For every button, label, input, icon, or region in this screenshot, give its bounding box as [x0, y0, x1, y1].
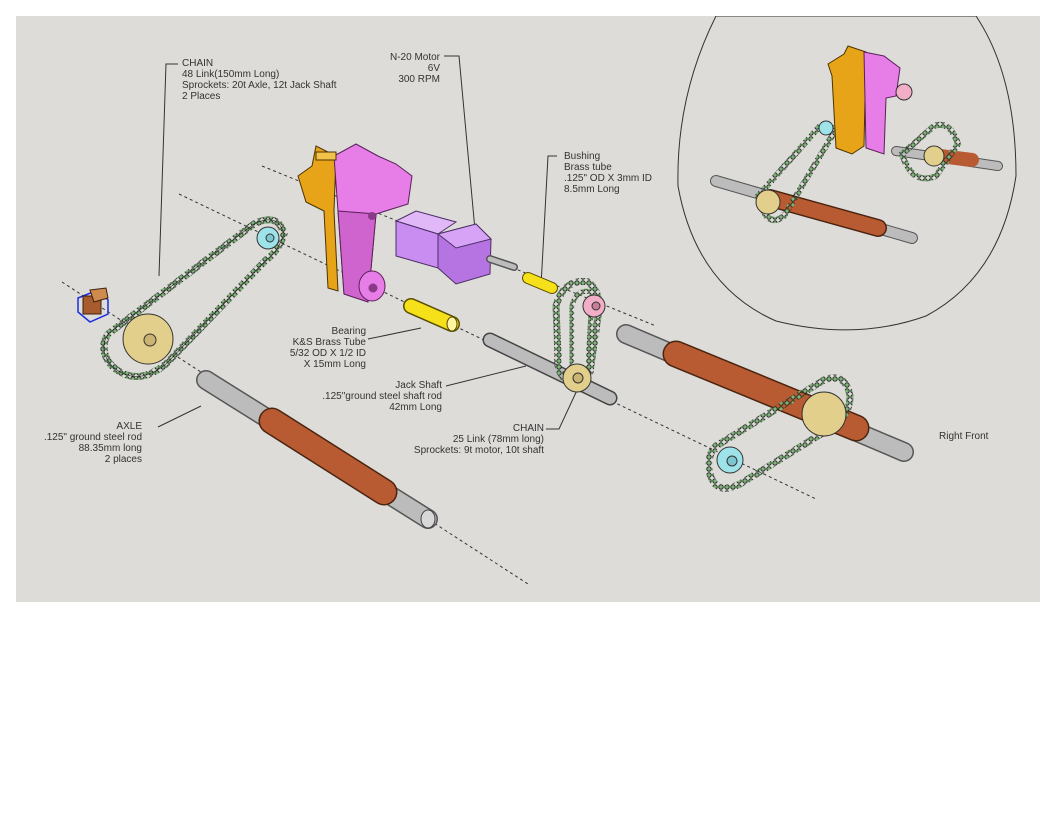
leader-bushing: [540, 155, 557, 287]
leader-axle: [157, 405, 202, 428]
long-chain-left: [100, 216, 288, 380]
long-chain-right: [705, 374, 854, 492]
leader-lines: [157, 55, 580, 430]
label-bushing: Bushing Brass tube .125" OD X 3mm ID 8.5…: [564, 151, 653, 195]
front-axle: [616, 324, 914, 462]
bushing: [522, 272, 558, 294]
exploded-assembly-drawing: [61, 16, 1017, 585]
drawing-canvas: CHAIN 48 Link(150mm Long) Sprockets: 20t…: [16, 16, 1040, 602]
label-motor: N-20 Motor 6V 300 RPM: [389, 52, 440, 85]
n20-motor: [394, 210, 518, 285]
leader-chain-long: [158, 63, 178, 277]
jack-shaft: [482, 332, 618, 406]
leader-bearing: [367, 327, 422, 340]
label-chain-long: CHAIN 48 Link(150mm Long) Sprockets: 20t…: [182, 58, 337, 102]
label-chain-short: CHAIN 25 Link (78mm long) Sprockets: 9t …: [413, 423, 544, 456]
bearing: [403, 298, 460, 332]
rear-axle: [196, 370, 438, 529]
leader-motor: [444, 55, 477, 242]
leader-chain-short: [546, 385, 580, 430]
motor-mount: [297, 143, 413, 303]
front-axle-sprocket-20t: [801, 391, 847, 437]
label-bearing: Bearing K&S Brass Tube 5/32 OD X 1/2 ID …: [289, 326, 366, 370]
leader-jack-shaft: [445, 365, 527, 387]
label-view-name: Right Front: [939, 431, 989, 442]
small-block-part: [77, 287, 109, 323]
label-jack-shaft: Jack Shaft .125"ground steel shaft rod 4…: [322, 380, 442, 413]
inset-view: [677, 16, 1017, 331]
short-chain: [552, 278, 606, 393]
label-axle: AXLE .125" ground steel rod 88.35mm long…: [43, 421, 142, 465]
